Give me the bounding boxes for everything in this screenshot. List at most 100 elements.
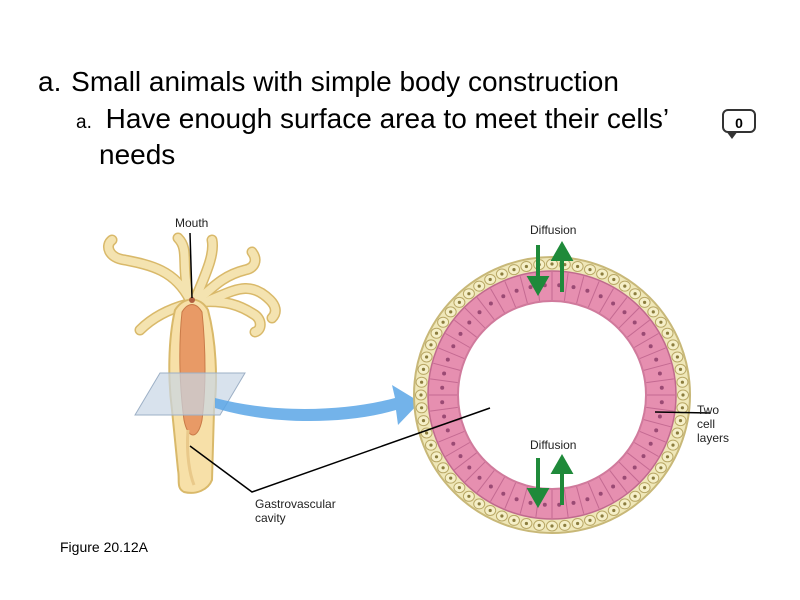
inner-cell-wall — [576, 276, 585, 304]
outer-cell-nucleus — [420, 380, 424, 384]
inner-cell-wall — [430, 406, 458, 412]
inner-cell-wall — [643, 419, 671, 428]
inner-cell-nucleus — [659, 385, 664, 390]
inner-cell-nucleus — [467, 465, 472, 470]
inner-cell-wall — [454, 319, 477, 338]
outer-cell-nucleus — [651, 310, 655, 314]
inner-cell-nucleus — [654, 428, 659, 433]
inner-cell-nucleus — [641, 454, 646, 459]
outer-cell-nucleus — [550, 262, 554, 266]
inner-cell-nucleus — [528, 500, 533, 505]
outer-cell-nucleus — [633, 292, 637, 296]
inner-cell-wall — [646, 378, 674, 384]
inner-cell-nucleus — [632, 320, 637, 325]
label-diffusion-top: Diffusion — [530, 223, 577, 237]
label-line: layers — [697, 431, 730, 445]
inner-cell-nucleus — [477, 475, 482, 480]
inner-cell-wall — [599, 477, 614, 502]
inner-cell-wall — [476, 297, 495, 320]
inner-cell-nucleus — [648, 344, 653, 349]
inner-cell-wall — [634, 442, 659, 457]
outer-cell-nucleus — [588, 268, 592, 272]
outer-cell-nucleus — [434, 331, 439, 335]
inner-cell-nucleus — [585, 288, 590, 293]
tentacles — [103, 232, 281, 338]
inner-cell-nucleus — [528, 285, 533, 290]
inner-cell-nucleus — [571, 500, 576, 505]
inner-cell-wall — [576, 486, 585, 514]
outer-cell-nucleus — [419, 393, 423, 397]
inner-cell-wall — [634, 333, 659, 348]
inner-cell-wall — [476, 470, 495, 493]
blue-arrow — [215, 385, 420, 425]
bullet-marker: a. — [38, 66, 62, 97]
outer-cell-nucleus — [588, 518, 592, 523]
outer-cell-nucleus — [512, 268, 516, 272]
inner-cell-nucleus — [467, 320, 472, 325]
inner-cell-wall — [519, 486, 528, 514]
inner-cell-wall — [639, 347, 666, 360]
outer-cell-nucleus — [659, 320, 663, 324]
inner-cell-wall — [609, 297, 628, 320]
inner-cell-wall — [563, 489, 569, 517]
comment-count-badge[interactable]: 0 — [722, 109, 756, 133]
outer-cell-nucleus — [420, 406, 424, 410]
outer-cell-nucleus — [488, 277, 492, 282]
inner-cell-nucleus — [585, 497, 590, 502]
outer-cell-nucleus — [467, 494, 471, 498]
outer-cell-nucleus — [675, 431, 680, 435]
inner-cell-wall — [445, 333, 470, 348]
inner-cell-nucleus — [622, 310, 627, 315]
inner-cell-wall — [438, 430, 465, 443]
outer-cell-nucleus — [537, 523, 541, 528]
outer-cell-nucleus — [524, 264, 529, 269]
mouth-leader — [189, 232, 193, 299]
outer-cell-nucleus — [421, 419, 426, 423]
inner-cell-wall — [646, 406, 674, 412]
outer-cell-nucleus — [612, 508, 616, 513]
inner-cell-nucleus — [641, 331, 646, 336]
inner-cell-wall — [627, 319, 650, 338]
outer-cell-nucleus — [467, 292, 471, 296]
label-line: Two — [697, 403, 720, 417]
label-gastrovascular-cavity: Gastrovascular cavity — [255, 497, 336, 525]
outer-cell-nucleus — [434, 455, 439, 459]
outer-cell-layer — [415, 258, 689, 532]
inner-cell-nucleus — [657, 371, 662, 376]
inner-cell-wall — [519, 276, 528, 304]
inner-cell-wall — [609, 470, 628, 493]
outer-cell-nucleus — [600, 514, 604, 518]
outer-cell-nucleus — [643, 486, 647, 490]
inner-cell-nucleus — [501, 491, 506, 496]
inner-cell-nucleus — [440, 400, 445, 405]
outer-cell-nucleus — [678, 367, 683, 371]
mouth-opening — [189, 297, 195, 303]
inner-cell-wall — [504, 482, 517, 509]
bullet-level2: a. Have enough surface area to meet thei… — [76, 101, 669, 141]
outer-cell-nucleus — [600, 272, 604, 276]
inner-cell-wall — [587, 281, 600, 308]
outer-cell-nucleus — [576, 521, 580, 526]
figure-caption: Figure 20.12A — [60, 539, 148, 555]
inner-cell-nucleus — [501, 294, 506, 299]
inner-cell-nucleus — [451, 441, 456, 446]
outer-cell-nucleus — [659, 466, 663, 470]
inner-cell-wall — [430, 378, 458, 384]
outer-cell-nucleus — [457, 300, 461, 304]
inner-cell-wall — [504, 281, 517, 308]
outer-cell-nucleus — [633, 494, 637, 498]
inner-cell-wall — [454, 452, 477, 471]
bullet-text: Small animals with simple body construct… — [71, 66, 619, 97]
outer-cell-nucleus — [425, 355, 429, 359]
outer-cell-nucleus — [441, 320, 445, 324]
outer-cell-nucleus — [449, 310, 453, 314]
outer-cell-nucleus — [488, 508, 492, 513]
outer-cell-nucleus — [550, 524, 554, 528]
inner-cell-nucleus — [488, 484, 493, 489]
inner-cell-wall — [464, 307, 486, 329]
inner-cell-wall — [464, 461, 486, 483]
outer-cell-nucleus — [623, 284, 627, 288]
outer-cell-nucleus — [680, 380, 685, 384]
inner-cell-nucleus — [598, 294, 603, 299]
